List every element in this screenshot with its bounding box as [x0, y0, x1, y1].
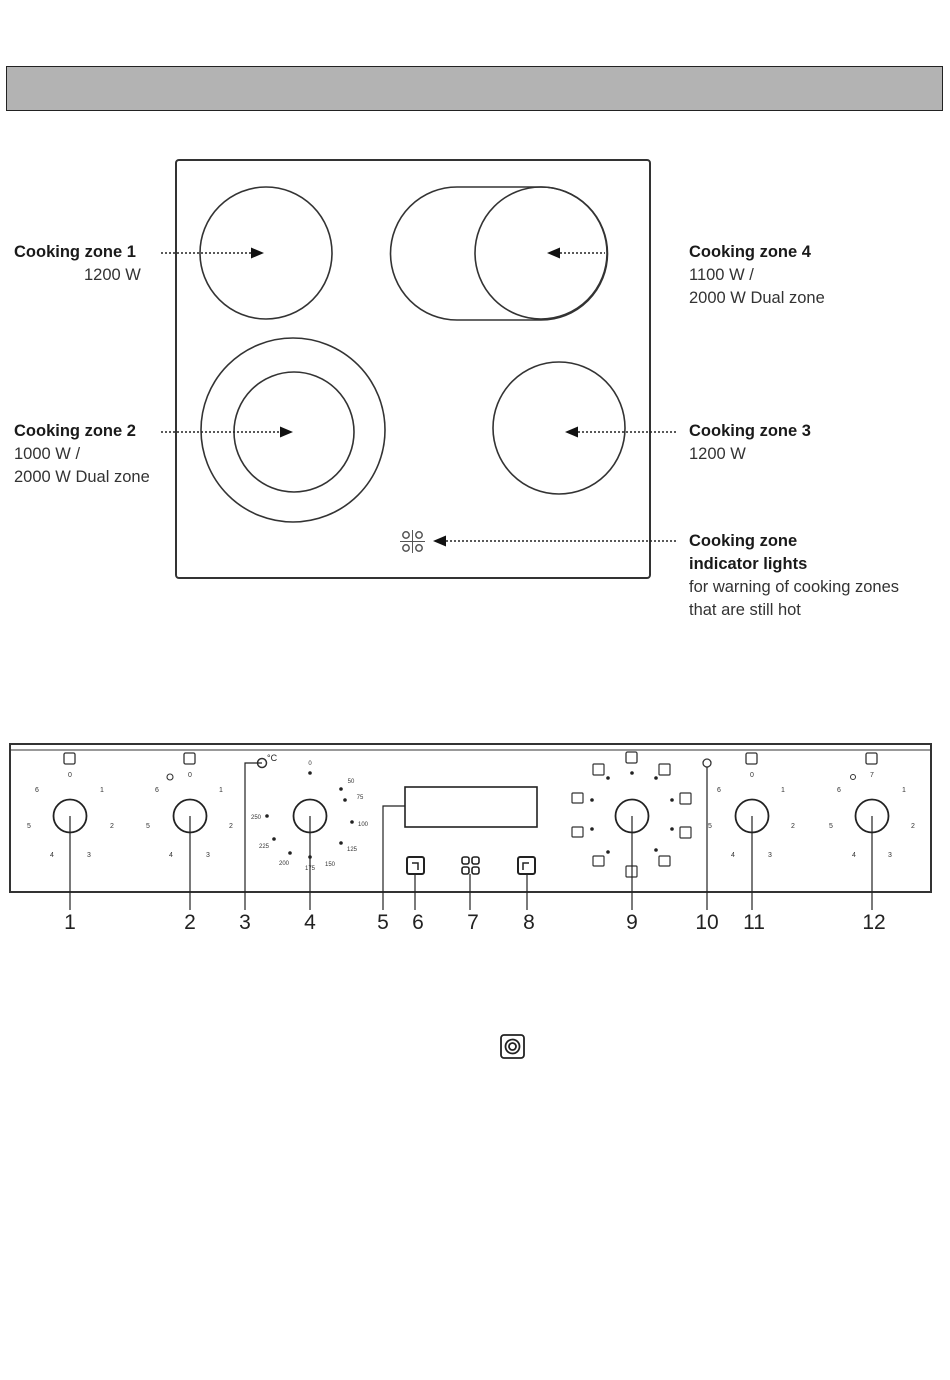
cooking-zone-2-outer: [200, 337, 386, 523]
cooking-zone-4: [474, 186, 608, 320]
k11-6: 6: [717, 787, 721, 794]
k11-1: 1: [781, 787, 785, 794]
panel-number-1: 1: [64, 911, 76, 934]
k12-0: 7: [870, 772, 874, 779]
cooking-zone-3: [492, 361, 626, 495]
mode-top-icon: [625, 751, 638, 764]
cooking-zone-2-inner: [233, 371, 355, 493]
section-header-bar: [6, 66, 943, 111]
zone-4-icon: [865, 752, 878, 765]
panel-number-7: 7: [467, 911, 479, 934]
oven-function-icons: [571, 763, 692, 878]
thermo-75: 75: [357, 795, 364, 801]
k2-4: 4: [169, 852, 173, 859]
thermo-50: 50: [348, 779, 355, 785]
zone-3-icon: [745, 752, 758, 765]
thermo-100: 100: [358, 822, 369, 828]
panel-number-2: 2: [184, 911, 196, 934]
k1-6: 6: [35, 787, 39, 794]
k2-1: 1: [219, 787, 223, 794]
thermo-225: 225: [259, 844, 270, 850]
k11-2: 2: [791, 823, 795, 830]
button-6-icon: [406, 856, 425, 875]
k12-2: 2: [911, 823, 915, 830]
thermo-0: 0: [308, 761, 312, 767]
thermo-150: 150: [325, 862, 336, 868]
label-zone-4: Cooking zone 4 1100 W / 2000 W Dual zone: [689, 243, 825, 307]
k2-2: 2: [229, 823, 233, 830]
cooking-zone-1: [199, 186, 333, 320]
k2-5: 5: [146, 823, 150, 830]
thermo-125: 125: [347, 847, 358, 853]
display: [404, 786, 538, 828]
label-zone-3: Cooking zone 3 1200 W: [689, 422, 811, 463]
thermo-250: 250: [251, 815, 262, 821]
k12-6: 6: [837, 787, 841, 794]
k1-0: 0: [68, 772, 72, 779]
k11-5: 5: [708, 823, 712, 830]
hob-outline: [175, 159, 651, 579]
zone-2-icon: [183, 752, 196, 765]
panel-number-12: 12: [862, 911, 886, 934]
zone-1-icon: [63, 752, 76, 765]
thermo-200: 200: [279, 861, 290, 867]
k1-4: 4: [50, 852, 54, 859]
panel-number-8: 8: [523, 911, 535, 934]
k11-0: 0: [750, 772, 754, 779]
k2-6: 6: [155, 787, 159, 794]
button-8-icon: [517, 856, 536, 875]
k2-3: 3: [206, 852, 210, 859]
k12-3: 3: [888, 852, 892, 859]
k1-2: 2: [110, 823, 114, 830]
panel-number-5: 5: [377, 911, 389, 934]
k11-4: 4: [731, 852, 735, 859]
label-zone-1: Cooking zone 1 1200 W: [14, 243, 141, 284]
k1-1: 1: [100, 787, 104, 794]
panel-number-6: 6: [412, 911, 424, 934]
button-7-icon: [461, 856, 480, 875]
indicator-lights-icon: [400, 530, 425, 553]
k11-3: 3: [768, 852, 772, 859]
panel-number-3: 3: [239, 911, 251, 934]
label-indicator-lights: Cooking zone indicator lights for warnin…: [689, 532, 900, 619]
dual-zone-symbol-icon: [500, 1034, 525, 1059]
cooking-zone-4-extension: [389, 186, 609, 321]
k12-5: 5: [829, 823, 833, 830]
indicator-lamp-10: [702, 758, 712, 768]
panel-number-9: 9: [626, 911, 638, 934]
panel-number-4: 4: [304, 911, 316, 934]
k12-1: 1: [902, 787, 906, 794]
panel-number-11: 11: [743, 911, 765, 934]
k2-0: 0: [188, 772, 192, 779]
control-panel: [9, 743, 932, 893]
k1-5: 5: [27, 823, 31, 830]
k1-3: 3: [87, 852, 91, 859]
panel-number-10: 10: [695, 911, 719, 934]
label-zone-2: Cooking zone 2 1000 W / 2000 W Dual zone: [14, 422, 150, 486]
k12-4: 4: [852, 852, 856, 859]
thermo-unit: °C: [267, 753, 278, 763]
